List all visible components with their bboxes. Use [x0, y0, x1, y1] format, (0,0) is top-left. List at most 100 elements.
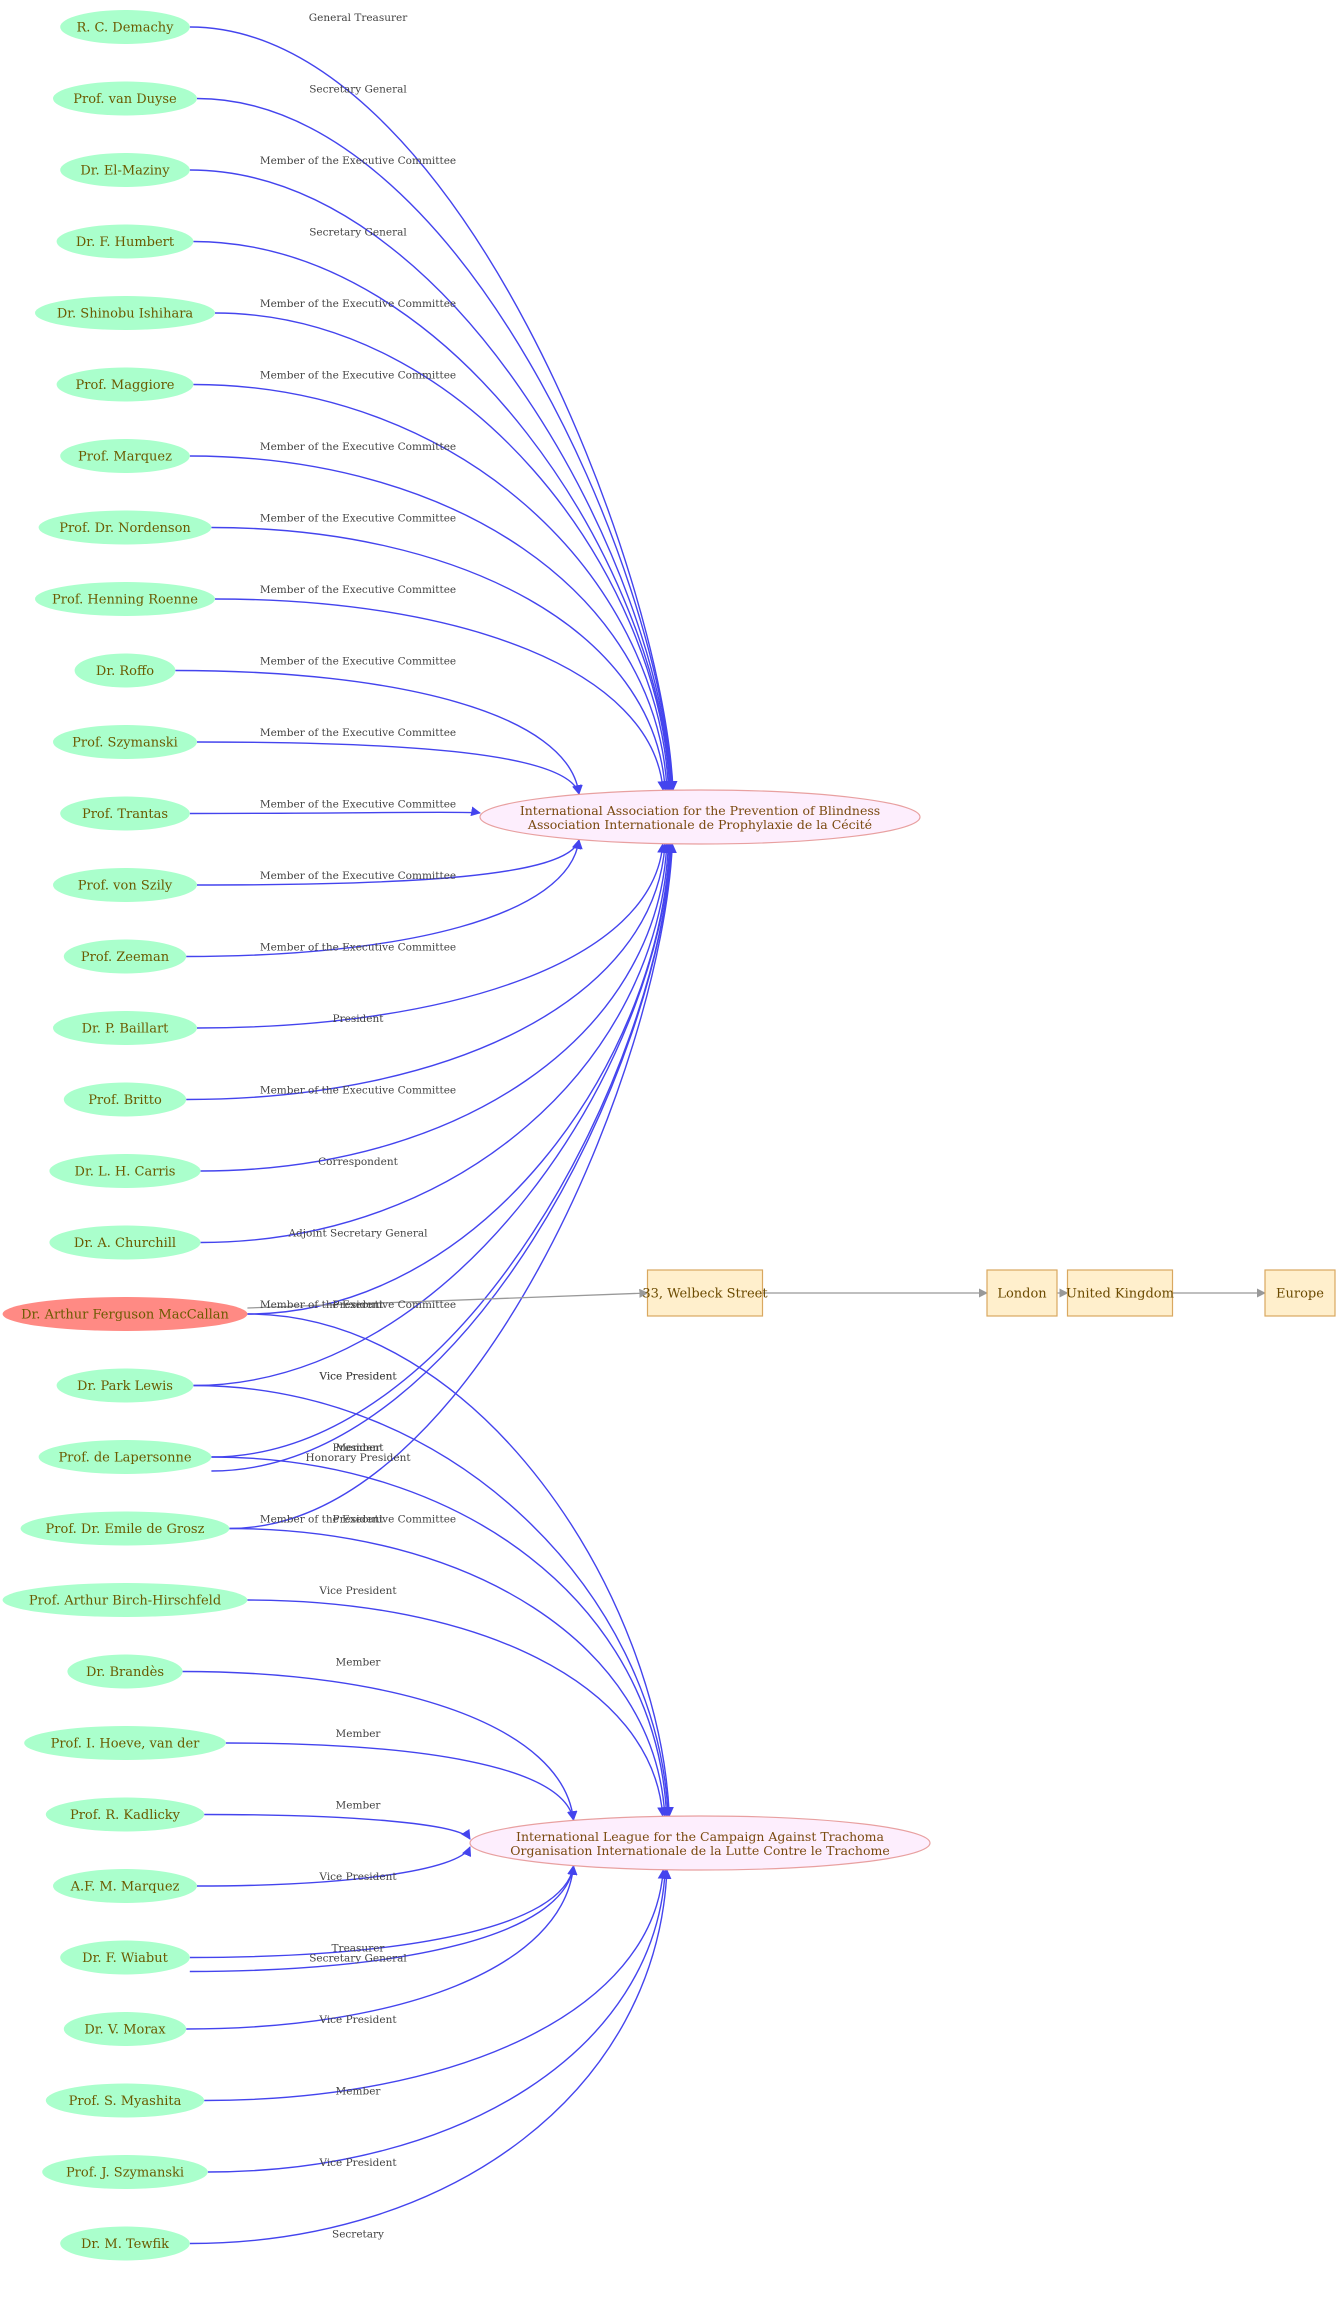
person-name: Dr. M. Tewfik — [81, 2237, 169, 2252]
person-node-prof-maggiore[interactable]: Prof. Maggiore — [56, 367, 194, 402]
person-node-prof-henning-roenne[interactable]: Prof. Henning Roenne — [35, 582, 215, 616]
person-node-a-f-m-marquez[interactable]: A.F. M. Marquez — [53, 1869, 197, 1903]
edge-member — [225, 1742, 577, 1822]
person-name: Dr. V. Morax — [84, 2023, 166, 2038]
person-ellipse — [53, 1869, 197, 1903]
person-node-dr-p-baillart[interactable]: Dr. P. Baillart — [53, 1011, 197, 1045]
org-node-ilct[interactable]: International League for the Campaign Ag… — [469, 1815, 931, 1871]
org-name-fr: Organisation Internationale de la Lutte … — [510, 1843, 890, 1858]
person-name: Prof. Dr. Emile de Grosz — [46, 1522, 205, 1537]
person-node-prof-arthur-birch-hirschfeld[interactable]: Prof. Arthur Birch-Hirschfeld — [2, 1583, 248, 1617]
person-node-prof-zeeman[interactable]: Prof. Zeeman — [63, 939, 187, 974]
person-node-dr-l-h-carris[interactable]: Dr. L. H. Carris — [49, 1154, 201, 1188]
edge-secretary-general — [193, 240, 676, 791]
place-node-london[interactable]: London — [986, 1269, 1058, 1317]
person-node-prof-i-hoeve-van-der[interactable]: Prof. I. Hoeve, van der — [24, 1726, 226, 1760]
edge-label: Honorary President — [305, 1452, 411, 1464]
person-name: Dr. P. Baillart — [82, 1022, 170, 1037]
edge-correspondent — [200, 843, 672, 1172]
person-node-prof-trantas[interactable]: Prof. Trantas — [60, 796, 190, 831]
place-node-united-kingdom[interactable]: United Kingdom — [1066, 1269, 1174, 1317]
edge-vice-president — [247, 1599, 667, 1817]
org-node-iapb[interactable]: International Association for the Preven… — [479, 789, 921, 845]
person-node-r-c-demachy[interactable]: R. C. Demachy — [60, 10, 190, 44]
edge-label: Vice President — [318, 1871, 397, 1883]
edge-member-of-the-executive-committee — [189, 169, 677, 791]
person-node-prof-de-lapersonne[interactable]: Prof. de Lapersonne — [38, 1440, 212, 1474]
edge-member-of-the-executive-committee — [193, 383, 674, 791]
edge-label: Member of the Executive Committee — [260, 799, 456, 811]
person-node-dr-roffo[interactable]: Dr. Roffo — [74, 653, 176, 688]
person-ellipse — [53, 1011, 197, 1045]
person-node-dr-shinobu-ishihara[interactable]: Dr. Shinobu Ishihara — [35, 296, 215, 330]
edge-label: Member of the Executive Committee — [260, 441, 456, 453]
person-node-prof-j-szymanski[interactable]: Prof. J. Szymanski — [42, 2155, 208, 2189]
person-node-prof-britto[interactable]: Prof. Britto — [63, 1082, 187, 1117]
edge-label: Member — [336, 1728, 382, 1740]
edge-vice-president — [207, 1869, 670, 2173]
edge-president — [196, 843, 667, 1029]
place-name: Europe — [1276, 1287, 1324, 1302]
person-name: Prof. Marquez — [78, 450, 172, 465]
person-node-prof-szymanski[interactable]: Prof. Szymanski — [53, 725, 197, 759]
person-ellipse — [49, 1225, 201, 1260]
edge-general-treasurer — [189, 26, 678, 791]
person-ellipse — [53, 725, 197, 759]
person-ellipse — [60, 153, 190, 187]
edge-member — [204, 1869, 668, 2102]
person-ellipse — [56, 224, 194, 259]
edge-label: Vice President — [318, 1371, 397, 1383]
person-node-prof-dr-nordenson[interactable]: Prof. Dr. Nordenson — [38, 510, 212, 545]
person-ellipse — [56, 367, 194, 402]
person-node-dr-el-maziny[interactable]: Dr. El-Maziny — [60, 153, 190, 187]
person-node-dr-m-tewfik[interactable]: Dr. M. Tewfik — [60, 2226, 190, 2261]
person-node-prof-r-kadlicky[interactable]: Prof. R. Kadlicky — [45, 1797, 205, 1832]
edge-label: Member — [336, 1442, 382, 1454]
person-node-prof-s-myashita[interactable]: Prof. S. Myashita — [45, 2083, 205, 2118]
place-node-europe[interactable]: Europe — [1264, 1269, 1336, 1317]
place-box — [1066, 1269, 1174, 1317]
person-name: Prof. Szymanski — [72, 736, 178, 751]
person-node-dr-arthur-ferguson-maccallan[interactable]: Dr. Arthur Ferguson MacCallan — [2, 1297, 248, 1331]
org-name-en: International Association for the Preven… — [520, 803, 880, 818]
edge-label: Vice President — [318, 1371, 397, 1383]
edges-layer — [175, 26, 1266, 2245]
edge-secretary-general — [196, 97, 677, 791]
edge-member-of-the-executive-committee — [214, 598, 668, 791]
person-ellipse — [53, 868, 197, 902]
person-name: Prof. Britto — [88, 1093, 162, 1108]
person-name: Prof. Arthur Birch-Hirschfeld — [29, 1594, 221, 1609]
person-ellipse — [56, 1368, 194, 1403]
person-node-dr-park-lewis[interactable]: Dr. Park Lewis — [56, 1368, 194, 1403]
person-name: Prof. Trantas — [82, 807, 168, 822]
edge-member — [211, 1456, 672, 1817]
person-name: Dr. F. Humbert — [76, 235, 175, 250]
person-node-prof-van-duyse[interactable]: Prof. van Duyse — [53, 81, 197, 116]
person-node-prof-dr-emile-de-grosz[interactable]: Prof. Dr. Emile de Grosz — [20, 1511, 230, 1546]
person-node-prof-von-szily[interactable]: Prof. von Szily — [53, 868, 197, 902]
edge-label: President — [333, 1013, 385, 1025]
edge-label: Member of the Executive Committee — [260, 370, 456, 382]
person-ellipse — [63, 2012, 187, 2046]
person-ellipse — [67, 1654, 183, 1689]
person-node-dr-f-wiabut[interactable]: Dr. F. Wiabut — [60, 1940, 190, 1975]
person-node-prof-marquez[interactable]: Prof. Marquez — [60, 439, 190, 473]
edge-label: Secretary General — [309, 1953, 407, 1965]
edge-treasurer — [189, 1864, 577, 1959]
edge-label: Member of the Executive Committee — [260, 727, 456, 739]
person-name: Prof. van Duyse — [73, 92, 177, 107]
place-node-33-welbeck-street[interactable]: 33, Welbeck Street — [642, 1269, 768, 1317]
person-node-dr-brand-s[interactable]: Dr. Brandès — [67, 1654, 183, 1689]
person-name: Dr. Roffo — [96, 664, 154, 679]
person-ellipse — [63, 939, 187, 974]
edge-label: Member of the Executive Committee — [260, 584, 456, 596]
edge-president — [211, 843, 677, 1458]
person-ellipse — [45, 1797, 205, 1832]
edge-vice-president — [193, 1384, 673, 1817]
person-node-dr-a-churchill[interactable]: Dr. A. Churchill — [49, 1225, 201, 1260]
person-name: Prof. Dr. Nordenson — [59, 521, 191, 536]
person-node-dr-f-humbert[interactable]: Dr. F. Humbert — [56, 224, 194, 259]
person-node-dr-v-morax[interactable]: Dr. V. Morax — [63, 2012, 187, 2046]
